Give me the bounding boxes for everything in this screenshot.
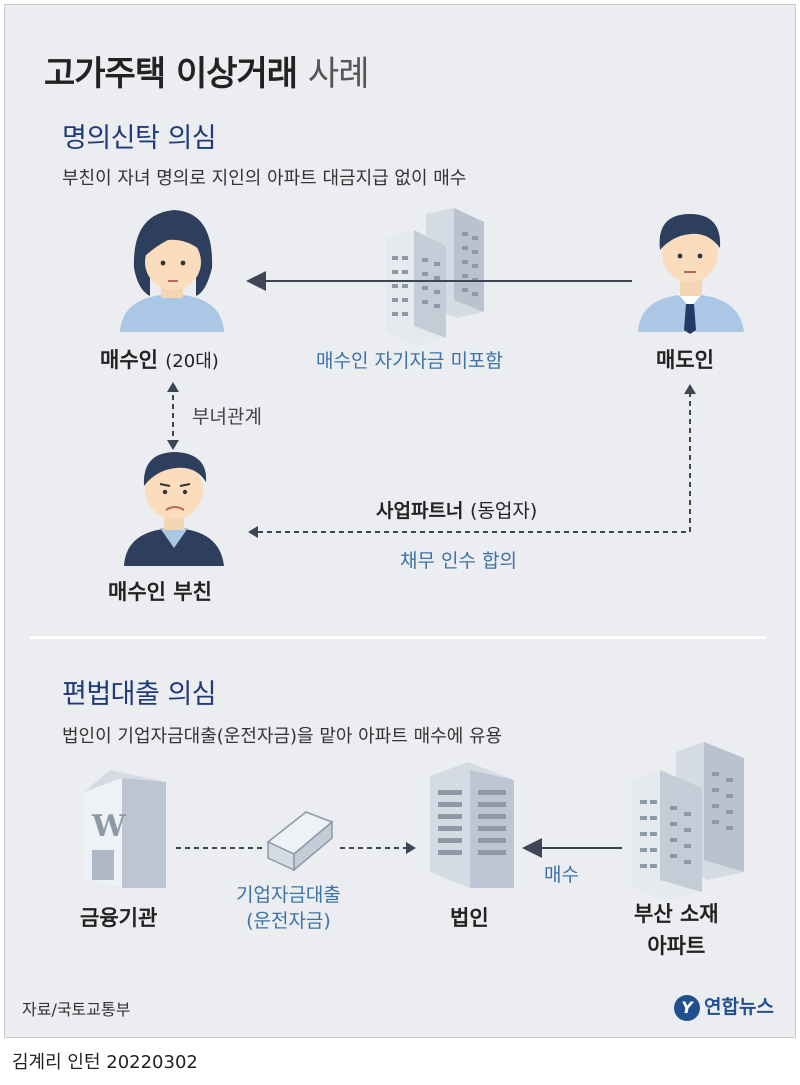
apartment-building-icon	[386, 208, 484, 346]
buyer-avatar	[120, 210, 224, 332]
relation-label: 부녀관계	[192, 406, 262, 428]
section2-title: 편법대출 의심	[62, 679, 217, 710]
buyer-father-label: 매수인 부친	[108, 580, 212, 604]
section1-description: 부친이 자녀 명의로 지인의 아파트 대금지급 없이 매수	[62, 168, 467, 189]
source-credit: 자료/국토교통부	[22, 1000, 131, 1019]
loan-label-line1: 기업자금대출	[236, 884, 341, 906]
section2-description: 법인이 기업자금대출(운전자금)을 맡아 아파트 매수에 유용	[62, 726, 503, 747]
apt-label-line2: 아파트	[647, 934, 706, 958]
debt-assumption-label: 채무 인수 합의	[400, 550, 517, 572]
loan-label-line2: (운전자금)	[246, 910, 331, 932]
loan-label: 기업자금대출 (운전자금)	[236, 882, 341, 934]
purchase-label: 매수	[544, 864, 579, 886]
busan-apartment-icon	[632, 742, 744, 900]
partner-sub-text: (동업자)	[470, 500, 538, 522]
page-title: 고가주택 이상거래 사례	[44, 46, 370, 95]
busan-apartment-label: 부산 소재 아파트	[634, 898, 719, 962]
father-avatar	[124, 452, 224, 566]
yonhap-logo-text: 연합뉴스	[704, 996, 774, 1018]
partner-label: 사업파트너 (동업자)	[376, 496, 537, 523]
apt-label-line1: 부산 소재	[634, 902, 719, 926]
buyer-label-text: 매수인	[100, 348, 158, 372]
yonhap-logo-icon: Y	[674, 994, 700, 1021]
seller-label: 매도인	[656, 348, 714, 372]
bank-label: 금융기관	[80, 906, 158, 930]
section-divider	[30, 636, 766, 639]
partner-connector	[256, 392, 691, 533]
svg-text:W: W	[91, 809, 127, 844]
seller-avatar	[638, 214, 744, 334]
self-fund-label: 매수인 자기자금 미포함	[316, 350, 503, 372]
corporation-label: 법인	[450, 906, 489, 930]
buyer-label: 매수인 (20대)	[100, 344, 219, 374]
partner-label-text: 사업파트너	[376, 500, 464, 522]
corporation-building-icon	[430, 762, 514, 888]
bank-building-icon: W	[84, 770, 166, 888]
money-bundle-icon	[266, 811, 334, 872]
title-sub-text: 사례	[307, 54, 370, 94]
buyer-age-text: (20대)	[165, 351, 219, 372]
byline-footer: 김계리 인턴 20220302	[12, 1052, 198, 1073]
section1-title: 명의신탁 의심	[62, 123, 217, 154]
title-main-text: 고가주택 이상거래	[44, 54, 298, 94]
